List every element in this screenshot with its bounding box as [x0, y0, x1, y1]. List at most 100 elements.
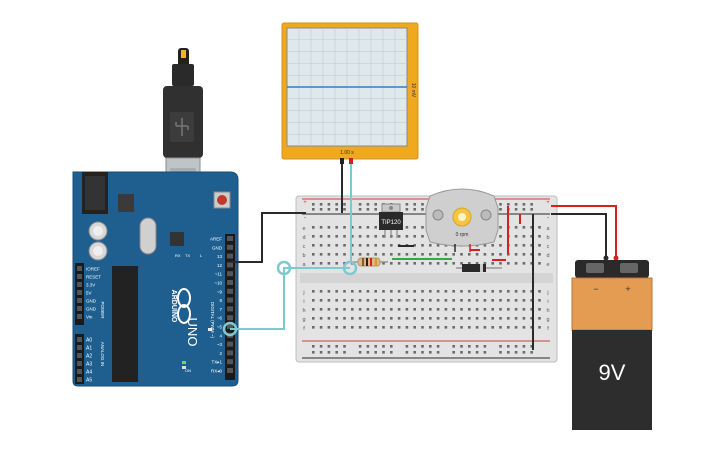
rail-hole[interactable] — [390, 345, 393, 348]
breadboard-hole[interactable] — [366, 308, 370, 311]
breadboard-hole[interactable] — [538, 317, 541, 320]
breadboard-hole[interactable] — [319, 244, 323, 247]
breadboard-hole[interactable] — [397, 299, 401, 302]
rail-hole[interactable] — [429, 351, 432, 354]
power-pin[interactable] — [77, 298, 82, 303]
breadboard-hole[interactable] — [312, 244, 315, 247]
breadboard-hole[interactable] — [530, 299, 533, 302]
breadboard-hole[interactable] — [327, 235, 331, 238]
rail-hole[interactable] — [312, 345, 315, 348]
breadboard-hole[interactable] — [327, 226, 331, 229]
wire-bend-handle[interactable] — [276, 260, 292, 276]
breadboard-hole[interactable] — [382, 317, 385, 320]
breadboard-hole[interactable] — [507, 290, 510, 293]
rail-hole[interactable] — [335, 345, 338, 348]
rail-hole[interactable] — [507, 351, 510, 354]
breadboard-hole[interactable] — [327, 317, 331, 320]
breadboard-hole[interactable] — [405, 326, 409, 329]
rail-hole[interactable] — [319, 351, 323, 354]
breadboard-hole[interactable] — [312, 235, 315, 238]
rail-hole[interactable] — [335, 203, 338, 206]
breadboard-hole[interactable] — [421, 326, 424, 329]
digital-pin[interactable] — [227, 297, 233, 303]
rail-hole[interactable] — [312, 351, 315, 354]
rail-hole[interactable] — [327, 345, 331, 348]
breadboard-hole[interactable] — [343, 244, 346, 247]
breadboard-hole[interactable] — [538, 262, 541, 265]
breadboard-hole[interactable] — [382, 308, 385, 311]
breadboard-hole[interactable] — [468, 326, 471, 329]
rail-hole[interactable] — [358, 351, 362, 354]
breadboard-hole[interactable] — [514, 226, 518, 229]
breadboard-hole[interactable] — [335, 317, 338, 320]
digital-pin[interactable] — [227, 368, 233, 373]
breadboard-hole[interactable] — [312, 326, 315, 329]
rail-hole[interactable] — [421, 203, 424, 206]
breadboard-hole[interactable] — [421, 308, 424, 311]
breadboard-hole[interactable] — [522, 235, 526, 238]
breadboard-hole[interactable] — [444, 326, 448, 329]
breadboard-hole[interactable] — [460, 253, 463, 256]
breadboard-hole[interactable] — [483, 244, 487, 247]
breadboard-hole[interactable] — [374, 226, 377, 229]
digital-pin[interactable] — [227, 236, 233, 241]
resistor[interactable] — [350, 257, 388, 267]
breadboard-hole[interactable] — [413, 326, 416, 329]
breadboard-hole[interactable] — [335, 299, 338, 302]
breadboard-hole[interactable] — [327, 262, 331, 265]
rail-hole[interactable] — [390, 351, 393, 354]
breadboard-hole[interactable] — [507, 326, 510, 329]
rail-hole[interactable] — [429, 345, 432, 348]
breadboard-hole[interactable] — [499, 226, 502, 229]
breadboard-hole[interactable] — [343, 235, 346, 238]
breadboard-hole[interactable] — [351, 235, 354, 238]
breadboard-hole[interactable] — [499, 253, 502, 256]
breadboard-hole[interactable] — [413, 308, 416, 311]
breadboard-hole[interactable] — [483, 253, 487, 256]
breadboard-hole[interactable] — [436, 326, 440, 329]
dc-motor[interactable]: 0 rpm — [425, 188, 499, 252]
breadboard-hole[interactable] — [405, 308, 409, 311]
breadboard-hole[interactable] — [436, 317, 440, 320]
battery-9v[interactable]: − + 9V — [571, 260, 653, 430]
breadboard-hole[interactable] — [343, 299, 346, 302]
rail-hole[interactable] — [374, 351, 377, 354]
analog-pin[interactable] — [77, 345, 82, 350]
rail-hole[interactable] — [358, 203, 362, 206]
breadboard-hole[interactable] — [382, 235, 385, 238]
breadboard-hole[interactable] — [335, 235, 338, 238]
breadboard-hole[interactable] — [429, 244, 432, 247]
rail-hole[interactable] — [413, 203, 416, 206]
rail-hole[interactable] — [468, 345, 471, 348]
breadboard-hole[interactable] — [538, 244, 541, 247]
signal-wire-teal[interactable] — [230, 267, 350, 330]
breadboard-hole[interactable] — [327, 244, 331, 247]
breadboard-hole[interactable] — [397, 326, 401, 329]
breadboard-hole[interactable] — [538, 226, 541, 229]
digital-pin[interactable] — [227, 306, 233, 312]
breadboard-hole[interactable] — [444, 317, 448, 320]
rail-hole[interactable] — [514, 351, 518, 354]
breadboard-hole[interactable] — [390, 290, 393, 293]
breadboard-hole[interactable] — [397, 290, 401, 293]
power-pin[interactable] — [77, 290, 82, 295]
breadboard-hole[interactable] — [319, 299, 323, 302]
breadboard-hole[interactable] — [538, 326, 541, 329]
breadboard-hole[interactable] — [538, 308, 541, 311]
breadboard-hole[interactable] — [499, 326, 502, 329]
breadboard-hole[interactable] — [452, 253, 455, 256]
breadboard-hole[interactable] — [335, 290, 338, 293]
rail-hole[interactable] — [312, 208, 315, 211]
breadboard-hole[interactable] — [319, 308, 323, 311]
rail-hole[interactable] — [366, 345, 370, 348]
breadboard-hole[interactable] — [491, 326, 494, 329]
breadboard-hole[interactable] — [343, 226, 346, 229]
breadboard-hole[interactable] — [491, 262, 494, 265]
rail-hole[interactable] — [514, 345, 518, 348]
rail-hole[interactable] — [530, 203, 533, 206]
breadboard-hole[interactable] — [358, 326, 362, 329]
breadboard-hole[interactable] — [319, 317, 323, 320]
digital-pin[interactable] — [227, 280, 233, 285]
breadboard-hole[interactable] — [366, 299, 370, 302]
breadboard-hole[interactable] — [530, 262, 533, 265]
